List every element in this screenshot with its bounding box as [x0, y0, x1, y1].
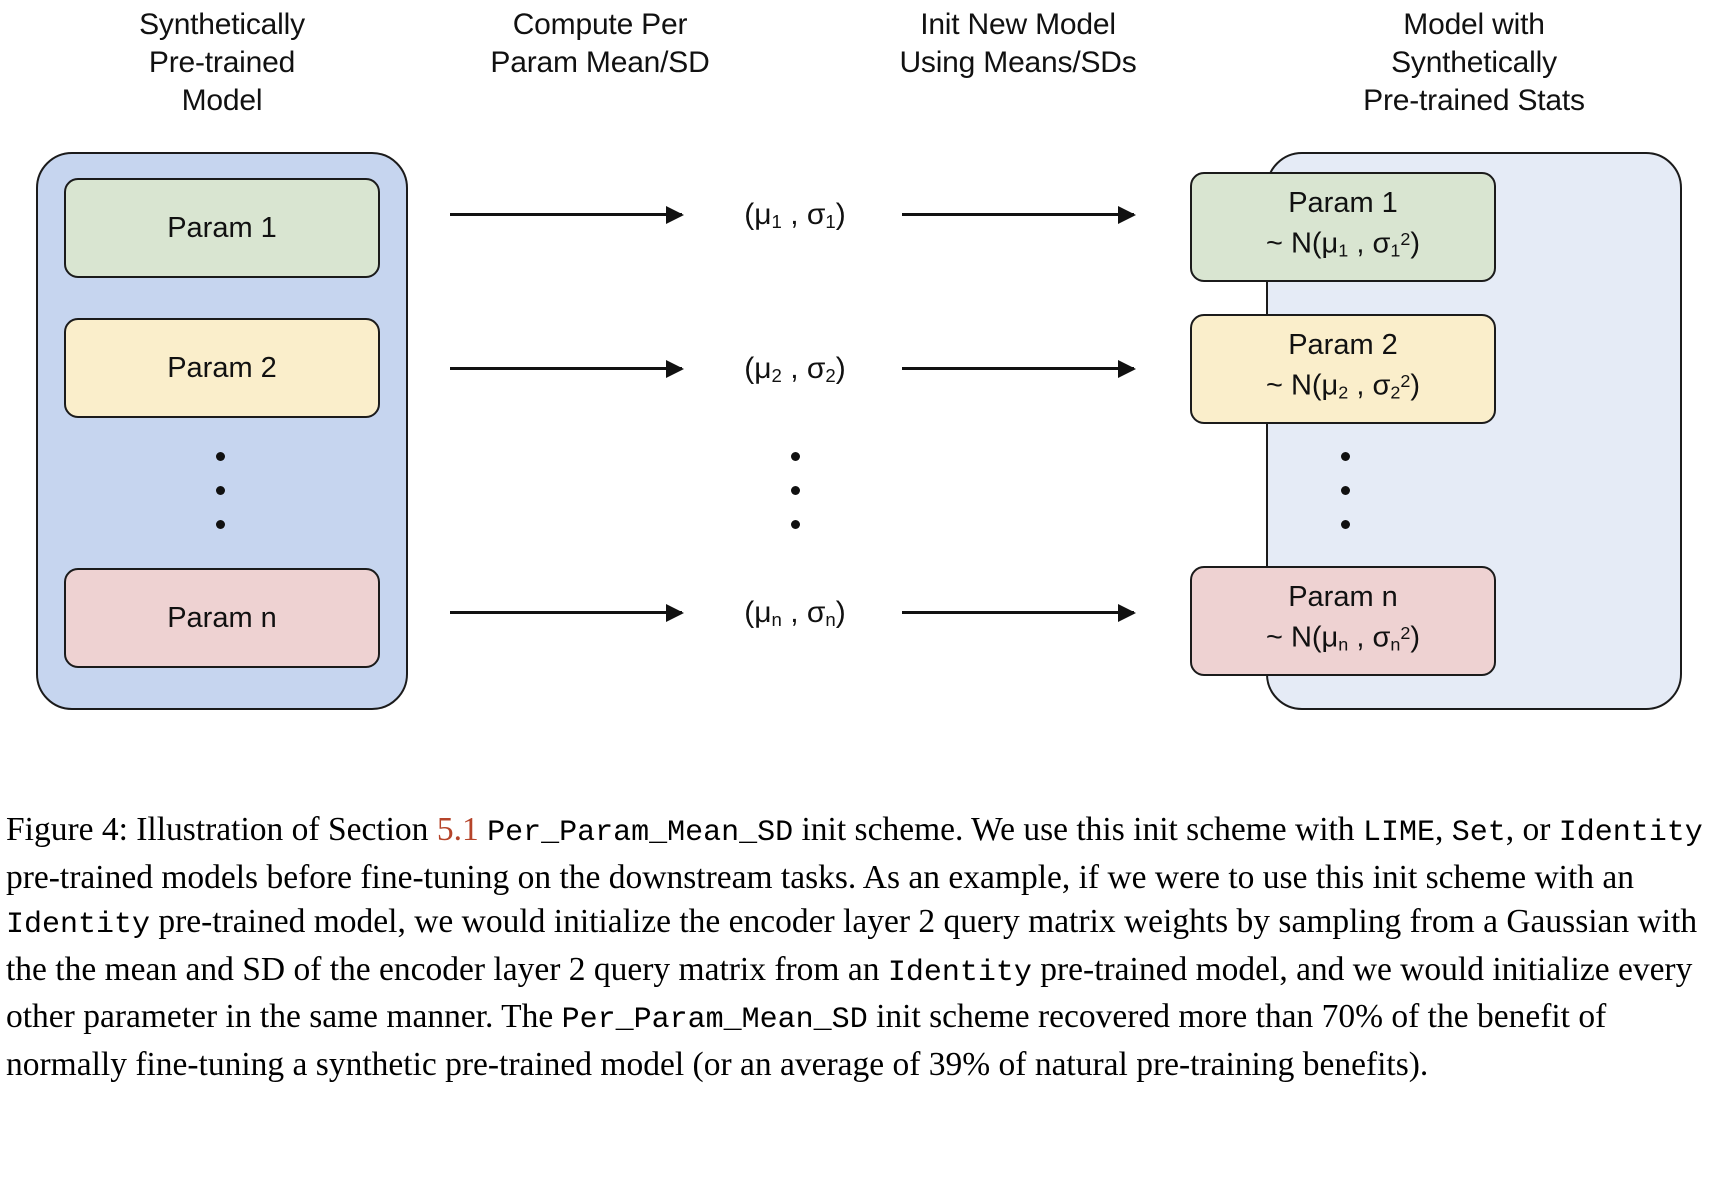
caption-model-identity-2: Identity: [6, 908, 151, 942]
caption-text-8: init scheme recovered more than 70% of t…: [6, 998, 1607, 1083]
caption-model-set: Set: [1451, 816, 1506, 850]
arrow-compute-2: [450, 359, 684, 378]
caption-text-7: pre-trained model, and we would initiali…: [6, 950, 1693, 1036]
column-header-model-with-stats: Model with Synthetically Pre-trained Sta…: [1363, 8, 1585, 117]
left-param-label-2: Param 2: [167, 352, 277, 384]
figure-diagram: Synthetically Pre-trained Model Compute …: [36, 8, 1682, 710]
left-param-box-2: Param 2: [64, 318, 380, 418]
left-param-label-1: Param 1: [167, 212, 277, 244]
right-param-label-n: Param n: [1288, 581, 1398, 614]
caption-text-1: Illustration of Section: [127, 811, 437, 848]
caption-model-identity-1: Identity: [1558, 816, 1703, 850]
stat-mu-sub-1: 1: [771, 211, 782, 233]
right-param-dist-2: ~ N(μ2 , σ22): [1265, 369, 1421, 403]
right-param-label-2: Param 2: [1288, 329, 1398, 362]
middle-ellipsis-dots: [787, 452, 803, 529]
left-param-box-n: Param n: [64, 568, 380, 668]
stat-mu-sub-2: 2: [771, 365, 782, 387]
column-header-init-new-model: Init New Model Using Means/SDs: [899, 8, 1137, 79]
figure-caption: Figure 4: Illustration of Section 5.1 Pe…: [6, 808, 1712, 1087]
right-param-box-n: Param n ~ N(μn , σn2): [1190, 566, 1496, 676]
left-param-label-n: Param n: [167, 602, 277, 634]
caption-scheme-name-1: Per_Param_Mean_SD: [487, 816, 794, 850]
arrow-init-1: [902, 205, 1136, 224]
arrow-init-n: [902, 603, 1136, 622]
right-param-box-2: Param 2 ~ N(μ2 , σ22): [1190, 314, 1496, 424]
caption-model-identity-3: Identity: [887, 955, 1032, 990]
caption-section-link[interactable]: 5.1: [436, 811, 479, 848]
caption-text-3: ,: [1434, 811, 1452, 848]
stat-pair-2: (μ2 , σ2): [744, 352, 846, 387]
right-param-dist-n: ~ N(μn , σn2): [1265, 621, 1421, 655]
right-param-box-1: Param 1 ~ N(μ1 , σ12): [1190, 172, 1496, 282]
caption-text-4: , or: [1505, 811, 1559, 848]
column-header-compute-mean-sd: Compute Per Param Mean/SD: [490, 8, 710, 79]
arrow-compute-n: [450, 603, 684, 622]
stat-sigma-sub-2: 2: [825, 365, 836, 387]
stat-pair-n: (μn , σn): [744, 596, 846, 631]
arrow-init-2: [902, 359, 1136, 378]
left-ellipsis-dots: [212, 452, 228, 529]
stat-pair-1: (μ1 , σ1): [744, 198, 846, 233]
stat-mu-sub-n: n: [771, 609, 782, 631]
right-param-dist-1: ~ N(μ1 , σ12): [1265, 227, 1421, 261]
caption-text-6: pre-trained model, we would initialize t…: [6, 903, 1698, 988]
caption-label: Figure 4:: [6, 811, 128, 848]
column-header-pretrained-model: Synthetically Pre-trained Model: [139, 8, 305, 117]
caption-model-lime: LIME: [1362, 816, 1435, 850]
left-param-box-1: Param 1: [64, 178, 380, 278]
arrow-compute-1: [450, 205, 684, 224]
caption-text-5: pre-trained models before fine-tuning on…: [6, 858, 1635, 896]
right-ellipsis-dots: [1337, 452, 1353, 529]
caption-scheme-name-2: Per_Param_Mean_SD: [561, 1003, 868, 1037]
right-param-label-1: Param 1: [1288, 187, 1398, 220]
stat-sigma-sub-1: 1: [825, 211, 836, 233]
caption-text-2: init scheme. We use this init scheme wit…: [793, 811, 1363, 848]
stat-sigma-sub-n: n: [825, 609, 836, 631]
